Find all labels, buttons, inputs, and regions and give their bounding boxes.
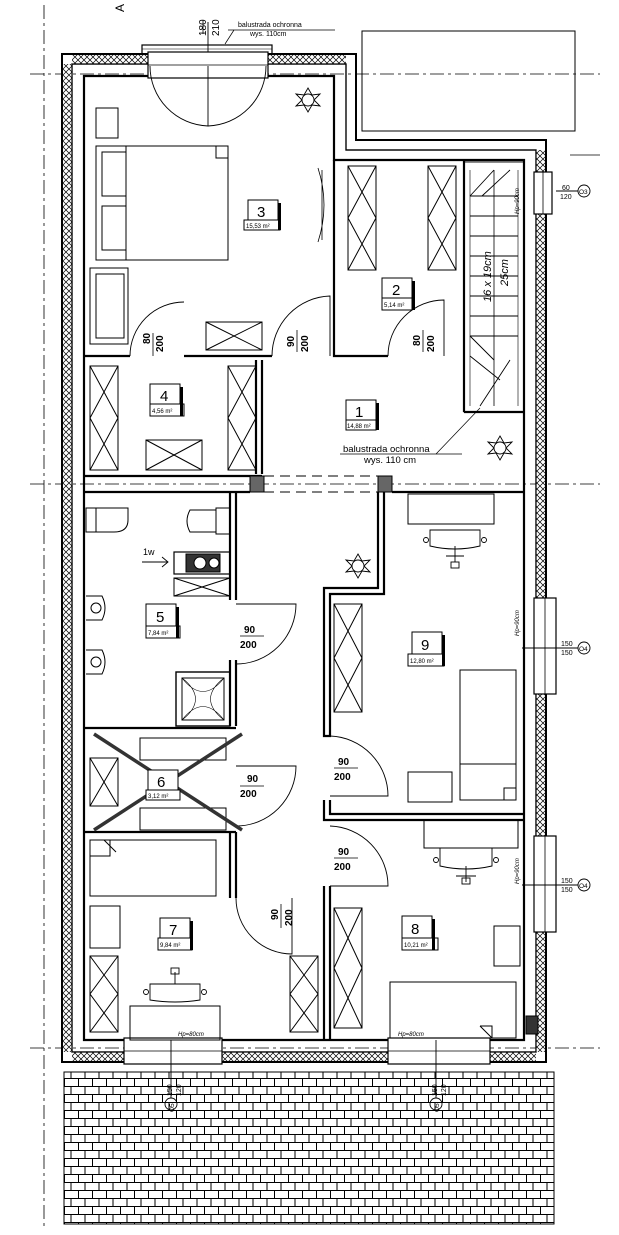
door-room9-width: 90 — [338, 757, 350, 768]
room-label-boxes — [145, 199, 445, 951]
room-9-number: 9 — [421, 637, 429, 654]
room-7-number: 7 — [169, 922, 177, 939]
stair-note-2: wys. 110 cm — [363, 455, 416, 466]
door-room6-height: 200 — [240, 789, 257, 800]
window-o3-height: 120 — [560, 194, 572, 201]
window-o5a-height: 120 — [176, 1084, 183, 1096]
room-2-number: 2 — [392, 282, 400, 299]
door-room7-height: 200 — [284, 909, 295, 926]
door-room2-width: 80 — [412, 334, 423, 346]
room-4-area: 4,56 m² — [152, 409, 172, 415]
door-room7-width: 90 — [270, 908, 281, 920]
door-room2-height: 200 — [426, 335, 437, 352]
window-o5a-width: 150 — [167, 1084, 174, 1096]
room-1-number: 1 — [355, 404, 363, 421]
doors — [129, 65, 445, 955]
radiator-label: 1w — [143, 547, 155, 557]
door-room3-height: 200 — [300, 335, 311, 352]
room-2-area: 5,14 m² — [384, 303, 404, 309]
door-room6-width: 90 — [247, 774, 259, 785]
roof-tiles — [63, 1071, 555, 1225]
door-room9-height: 200 — [334, 772, 351, 783]
window-o5b-height: 120 — [441, 1084, 448, 1096]
room-9-area: 12,80 m² — [410, 659, 434, 665]
room-7-area: 9,84 m² — [160, 943, 180, 949]
furniture — [85, 107, 539, 1041]
window-o3-code: O3 — [579, 189, 588, 196]
window-o4b-sill: Hp=90cm — [515, 858, 521, 884]
section-mark: A — [113, 4, 127, 12]
stair-tread: 25cm — [499, 259, 511, 287]
room-6-number: 6 — [157, 774, 165, 791]
window-o4a-sill: Hp=90cm — [515, 610, 521, 636]
window-o4b-width: 150 — [561, 878, 573, 885]
window-o4b-height: 150 — [561, 887, 573, 894]
window-o4a-height: 150 — [561, 650, 573, 657]
door-room3-width: 90 — [286, 335, 297, 347]
room-6-area: 3,12 m² — [148, 794, 168, 800]
door-room8-width: 90 — [338, 847, 350, 858]
neighbour-outline — [361, 30, 576, 132]
window-o4a-code: O4 — [579, 646, 588, 653]
window-o5b-sill: Hp=80cm — [398, 1032, 424, 1038]
room-3-number: 3 — [257, 204, 265, 221]
door-room4-height: 200 — [155, 335, 166, 352]
room-8-area: 10,21 m² — [404, 943, 428, 949]
window-o4b-code: O4 — [579, 883, 588, 890]
window-o5b-code: O5 — [434, 1103, 441, 1112]
dim-180: 180 — [198, 19, 209, 36]
window-o3-width: 60 — [562, 185, 570, 192]
outer-walls — [61, 53, 547, 1063]
stair-sill: Hp=90cm — [515, 188, 521, 214]
room-5-area: 7,84 m² — [148, 631, 168, 637]
window-o5b-width: 150 — [432, 1084, 439, 1096]
room-5-number: 5 — [156, 609, 164, 626]
window-o5a-sill: Hp=80cm — [178, 1032, 204, 1038]
plants — [294, 87, 514, 579]
balcony-note-2: wys. 110cm — [249, 31, 287, 38]
room-1-area: 14,88 m² — [347, 424, 371, 430]
dim-210: 210 — [211, 19, 222, 36]
door-room5-width: 90 — [244, 625, 256, 636]
stair-note-1: balustrada ochronna — [343, 444, 430, 455]
door-room4-width: 80 — [142, 332, 153, 344]
door-room8-height: 200 — [334, 862, 351, 873]
room-8-number: 8 — [411, 921, 419, 938]
window-o5a-code: O5 — [169, 1103, 176, 1112]
door-room5-height: 200 — [240, 640, 257, 651]
room-4-number: 4 — [160, 388, 168, 405]
room-3-area: 15,53 m² — [246, 224, 270, 230]
interior-walls — [84, 160, 524, 1040]
window-o4a-width: 150 — [561, 641, 573, 648]
stair-steps: 16 x 19cm — [482, 251, 494, 302]
balcony-note-1: balustrada ochronna — [238, 22, 302, 29]
stairs — [463, 161, 525, 413]
